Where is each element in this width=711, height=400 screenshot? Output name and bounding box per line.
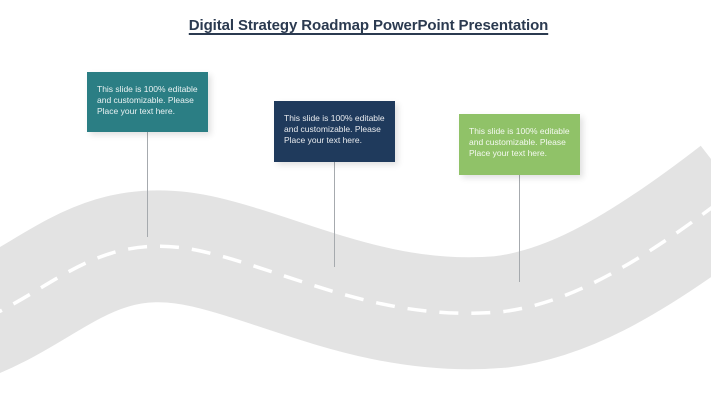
callout-card-navy[interactable]: This slide is 100% editable and customiz… xyxy=(274,101,395,162)
road-dashed-center-line xyxy=(0,205,711,315)
callout-text-line: This slide is 100% editable xyxy=(284,113,385,123)
callout-text-line: and customizable. Please xyxy=(284,124,381,134)
callout-connector-line-3 xyxy=(519,175,520,282)
callout-text-line: Place your text here. xyxy=(97,106,175,116)
callout-text-line: This slide is 100% editable xyxy=(97,84,198,94)
callout-text-line: This slide is 100% editable xyxy=(469,126,570,136)
callout-card-teal[interactable]: This slide is 100% editable and customiz… xyxy=(87,72,208,132)
callout-text-line: Place your text here. xyxy=(284,135,362,145)
callout-text-line: Place your text here. xyxy=(469,148,547,158)
callout-text-line: and customizable. Please xyxy=(97,95,194,105)
slide-title: Digital Strategy Roadmap PowerPoint Pres… xyxy=(188,17,549,34)
callout-connector-line-2 xyxy=(334,162,335,267)
callout-text-line: and customizable. Please xyxy=(469,137,566,147)
road-surface xyxy=(0,145,711,373)
callout-connector-line-1 xyxy=(147,131,148,237)
callout-card-green[interactable]: This slide is 100% editable and customiz… xyxy=(459,114,580,175)
